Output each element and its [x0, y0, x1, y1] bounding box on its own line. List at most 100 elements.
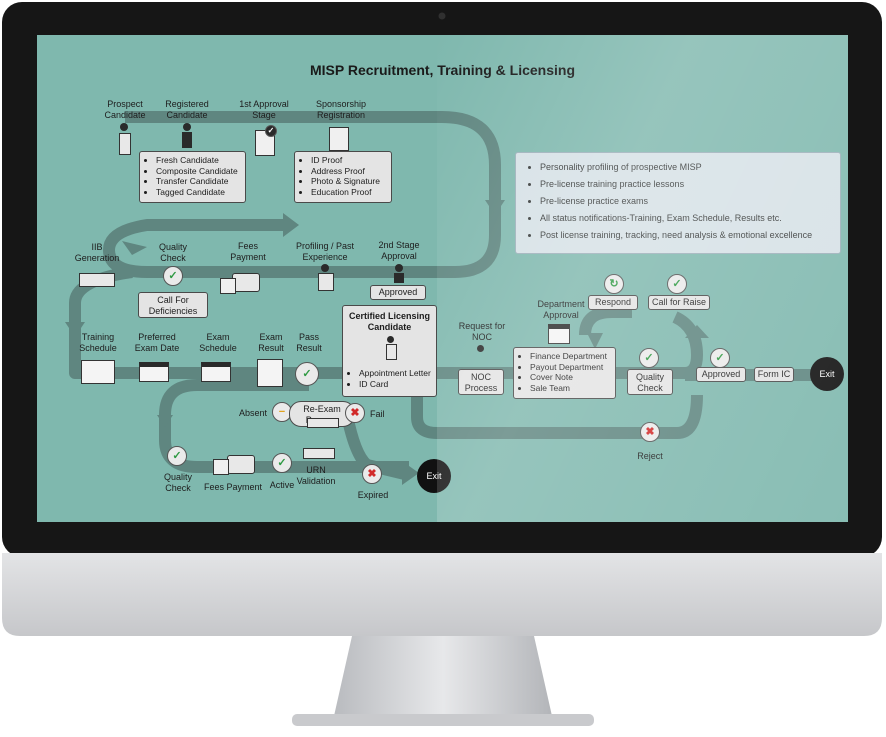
certified-title: Certified Licensing Candidate — [348, 311, 430, 332]
quality-check-top-icon: ✓ — [163, 266, 183, 286]
quality-check-top-label: Quality Check — [158, 242, 187, 263]
call-for-deficiencies-box[interactable]: Call For Deficiencies — [138, 292, 208, 318]
quality-check-right-icon: ✓ — [639, 348, 659, 368]
person-icon — [120, 123, 128, 131]
certified-person-icon — [387, 336, 394, 343]
fail-label: Fail — [370, 409, 385, 419]
sponsorship-doc-item: Address Proof — [311, 166, 387, 177]
candidate-body-icon — [182, 132, 192, 148]
quality-check-bottom-icon: ✓ — [167, 446, 187, 466]
noc-process-box[interactable]: NOC Process — [458, 369, 504, 395]
second-approval-label: 2nd Stage Approval — [378, 240, 420, 261]
sponsorship-doc-item: Photo & Signature — [311, 176, 387, 187]
quality-check-right-box[interactable]: Quality Check — [627, 369, 673, 395]
registered-candidate-label: Registered Candidate — [165, 99, 209, 120]
dept-calendar-icon — [548, 324, 570, 344]
noc-person-icon — [477, 345, 484, 352]
active-check-icon: ✓ — [272, 453, 292, 473]
registered-types-list: Fresh CandidateComposite CandidateTransf… — [146, 155, 241, 197]
prospect-candidate-label: Prospect Candidate — [104, 99, 146, 120]
expired-icon: ✖ — [362, 464, 382, 484]
features-list: Personality profiling of prospective MIS… — [530, 159, 830, 244]
sponsorship-docs-list: ID ProofAddress ProofPhoto & SignatureEd… — [301, 155, 387, 197]
approver-body-icon — [394, 273, 404, 283]
calendar-icon — [139, 362, 169, 382]
respond-button[interactable]: Respond — [588, 295, 638, 310]
wallet-icon — [232, 273, 260, 292]
form-ic-button[interactable]: Form IC — [754, 367, 794, 382]
sponsorship-doc-item: ID Proof — [311, 155, 387, 166]
respond-icon: ↻ — [604, 274, 624, 294]
feature-item: All status notifications-Training, Exam … — [540, 210, 830, 227]
profile-person-icon — [321, 264, 329, 272]
request-noc-label: Request for NOC — [458, 321, 506, 342]
absent-label: Absent — [238, 408, 267, 418]
feature-item: Pre-license practice exams — [540, 193, 830, 210]
whiteboard-icon — [81, 360, 115, 384]
features-panel: Personality profiling of prospective MIS… — [515, 152, 841, 254]
iib-generation-label: IIB Generation — [74, 242, 120, 263]
approved-right-button[interactable]: Approved — [696, 367, 746, 382]
expired-label: Expired — [357, 490, 389, 500]
exit-right-node[interactable]: Exit — [810, 357, 844, 391]
flow-track — [65, 111, 832, 485]
approval-check-icon: ✓ — [265, 125, 277, 137]
person-icon-registered — [183, 123, 191, 131]
feature-item: Personality profiling of prospective MIS… — [540, 159, 830, 176]
result-sheet-icon — [257, 359, 283, 387]
registered-types-box: Fresh CandidateComposite CandidateTransf… — [139, 151, 246, 203]
iib-id-icon — [79, 273, 115, 287]
department-item: Cover Note — [530, 372, 611, 383]
pass-check-icon: ✓ — [295, 362, 319, 386]
training-schedule-label: Training Schedule — [79, 332, 117, 353]
reject-label: Reject — [637, 451, 663, 461]
sponsorship-doc-item: Education Proof — [311, 187, 387, 198]
registered-type-item: Composite Candidate — [156, 166, 241, 177]
coins-icon — [220, 278, 236, 294]
preferred-exam-date-label: Preferred Exam Date — [134, 332, 180, 353]
reject-icon: ✖ — [640, 422, 660, 442]
certified-badge-icon — [386, 344, 397, 360]
registered-type-item: Fresh Candidate — [156, 155, 241, 166]
call-for-raise-check-icon: ✓ — [667, 274, 687, 294]
approver-person-icon — [395, 264, 403, 272]
fail-icon: ✖ — [345, 403, 365, 423]
wallet-bottom-icon — [227, 455, 255, 474]
exam-schedule-label: Exam Schedule — [199, 332, 237, 353]
dept-approval-label: Department Approval — [537, 299, 585, 320]
exam-result-label: Exam Result — [258, 332, 284, 353]
registered-type-item: Transfer Candidate — [156, 176, 241, 187]
exam-calendar-icon — [201, 362, 231, 382]
departments-box: Finance DepartmentPayout DepartmentCover… — [513, 347, 616, 399]
re-exam-id-icon — [307, 418, 339, 428]
coins-bottom-icon — [213, 459, 229, 475]
certified-doc-item: ID Card — [359, 379, 431, 390]
sponsorship-docs-box: ID ProofAddress ProofPhoto & SignatureEd… — [294, 151, 392, 203]
profile-doc-icon — [318, 273, 334, 291]
department-item: Payout Department — [530, 362, 611, 373]
feature-item: Pre-license training practice lessons — [540, 176, 830, 193]
candidate-badge-icon — [119, 133, 131, 155]
registered-type-item: Tagged Candidate — [156, 187, 241, 198]
certified-docs-list: Appointment LetterID Card — [347, 368, 431, 389]
department-item: Sale Team — [530, 383, 611, 394]
active-label: Active — [269, 480, 295, 490]
sponsorship-registration-label: Sponsorship Registration — [315, 99, 367, 120]
approved-right-check-icon: ✓ — [710, 348, 730, 368]
department-item: Finance Department — [530, 351, 611, 362]
first-approval-label: 1st Approval Stage — [239, 99, 289, 120]
approved-2nd-button[interactable]: Approved — [370, 285, 426, 300]
pass-result-label: Pass Result — [296, 332, 322, 353]
certified-candidate-box: Certified Licensing Candidate Appointmen… — [342, 305, 437, 397]
urn-id-icon — [303, 448, 335, 459]
fees-payment-bottom-label: Fees Payment — [203, 482, 263, 492]
page-title: MISP Recruitment, Training & Licensing — [309, 62, 575, 78]
call-for-raise-button[interactable]: Call for Raise — [648, 295, 710, 310]
urn-validation-label: URN Validation — [296, 465, 336, 486]
exit-bottom-node[interactable]: Exit — [417, 459, 451, 493]
feature-item: Post license training, tracking, need an… — [540, 227, 830, 244]
quality-check-bottom-label: Quality Check — [163, 472, 192, 493]
registration-form-icon — [329, 127, 349, 151]
departments-list: Finance DepartmentPayout DepartmentCover… — [520, 351, 611, 393]
certified-doc-item: Appointment Letter — [359, 368, 431, 379]
